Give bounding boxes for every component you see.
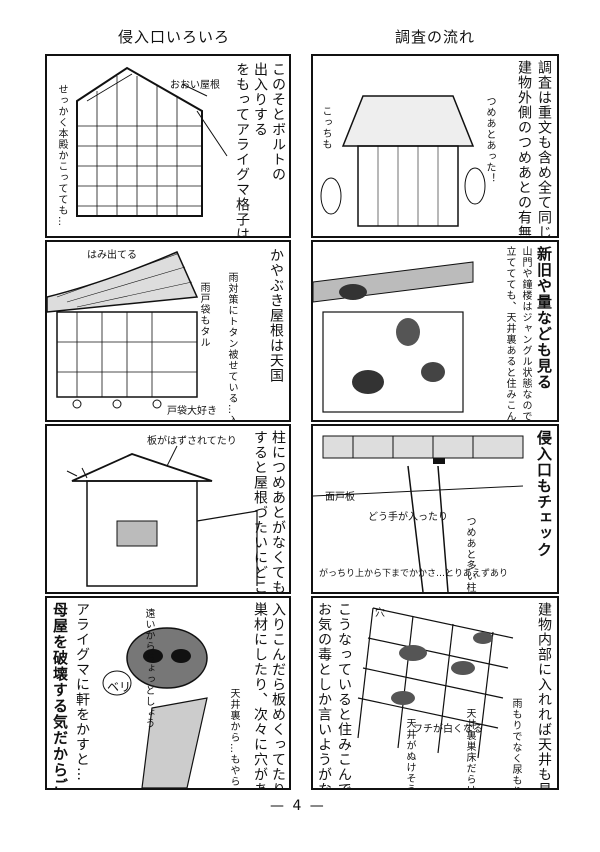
panel-text-main: かやぶき屋根は天国 [268, 248, 284, 383]
label-side: 雨戸袋もタル [198, 282, 209, 348]
thatched-roof-drawing [47, 251, 199, 409]
building-lattice-drawing [76, 66, 228, 217]
panel-left-3: 板がはずされてたり 柱につめあとがなくても出せまってたり すると屋根づたいにどこ… [45, 424, 291, 594]
raccoon-drawing [102, 627, 208, 788]
panel-right-1: こっちも つめあとあった！ 調査は重文も含め全て同じ 建物外側のつめあとの有無を… [311, 54, 559, 238]
panel-text-2: 建物外側のつめあとの有無をチェック [516, 60, 532, 238]
temple-drawing [320, 95, 486, 227]
label-ceiling-drop: 天井がぬけそう [404, 718, 415, 790]
ceiling-interior-drawing [357, 607, 514, 759]
panel-text-3: アライグマに軒をかすと… [74, 602, 90, 782]
panel-text-1: 入りこんだら板めくってたり [270, 602, 286, 790]
label-fascia-board: 面戸板 [325, 492, 355, 503]
panel-text-1: 柱につめあとがなくても出せまってたり [270, 430, 286, 594]
label-hole: 穴 [375, 608, 385, 619]
panel-text-1: 新旧や量なども見る [535, 246, 553, 390]
column-title-right: 調査の流れ [395, 28, 476, 46]
label-hand: どう手が入ったり [368, 512, 448, 523]
label-white-rim: フチが白くなる [413, 724, 483, 735]
panel-text-2: 山門や鐘楼はジャングル状態なので [520, 246, 531, 422]
gate-raccoons-drawing [313, 261, 474, 413]
panel-text-2: 巣材にしたり、次々に穴があく [252, 602, 268, 790]
panel-right-2: 新旧や量なども見る 山門や鐘楼はジャングル状態なので 立ててても、天井裏あると住… [311, 240, 559, 422]
panel-note: 雨対策にトタン被せている…入ってやり放題… [226, 272, 237, 422]
panel-text-3: 立ててても、天井裏あると住みこんでいる… [504, 246, 515, 422]
label-bottom: がっちり上から下までかかさ…とりあえずあり [319, 569, 509, 579]
panel-text-3: をもってアライグマ格子は入り放題 [234, 62, 250, 238]
panel-text-4: 母屋を破壊する気だからご用心！ [51, 602, 69, 790]
panel-text-2: こうなっていると住みこんで長いなと… [336, 602, 352, 790]
label-door-pocket: 戸袋大好き [167, 406, 217, 417]
panel-text-2: すると屋根づたいにどこからでも入る [252, 430, 268, 594]
panel-text-3: お気の毒としか言いようがない… [316, 602, 332, 790]
label-ceiling: 天井裏から…もやら [228, 688, 239, 787]
panel-text-2: 出入りする [252, 62, 268, 137]
narration-box: せっかく本殿かこってても… [56, 84, 67, 227]
speech-bubble: 遠いからちょっとしょう [143, 608, 154, 729]
panel-text-1: 調査は重文も含め全て同じ [536, 60, 552, 238]
eave-drawing [313, 435, 524, 592]
label-claw-found: つめあとあった！ [484, 96, 495, 184]
panel-right-4: 穴 フチが白くなる 天井がぬけそう 天井裏巣床だらけだろうね… 雨もりでなく尿も… [311, 596, 559, 790]
label-roof-cover: おおい屋根 [170, 80, 220, 91]
label-board: 板がはずされてたり [147, 436, 237, 447]
label-nest: 天井裏巣床だらけだろうね… [464, 708, 475, 790]
panel-right-3: 面戸板 どう手が入ったり がっちり上から下までかかさ…とりあえずあり 侵入口もチ… [311, 424, 559, 594]
column-title-left: 侵入口いろいろ [118, 28, 231, 46]
panel-left-1: おおい屋根 せっかく本殿かこってても… このそとボルトの 出入りする をもってア… [45, 54, 291, 238]
panel-left-2: はみ出てる 雨戸袋もタル かやぶき屋根は天国 雨対策にトタン被せている…入ってや… [45, 240, 291, 422]
panel-text-1: 建物内部に入れれば天井も見る [536, 602, 552, 790]
panel-left-4: ベリ 遠いからちょっとしょう 入りこんだら板めくってたり 巣材にしたり、次々に穴… [45, 596, 291, 790]
panel-text-1: このそとボルトの [270, 62, 286, 182]
label-overflow: はみ出てる [87, 250, 137, 261]
panel-note: つめあと多い柱上に板ずれや穴があったりする [463, 516, 475, 592]
panel-text-main: 侵入口もチェック [535, 430, 553, 558]
house-drawing [66, 445, 258, 587]
page-number: — 4 — [270, 798, 326, 814]
label-urine: 雨もりでなく尿もり [510, 698, 521, 790]
label-this-too: こっちも [320, 106, 331, 150]
sound-effect: ベリ [107, 680, 132, 694]
